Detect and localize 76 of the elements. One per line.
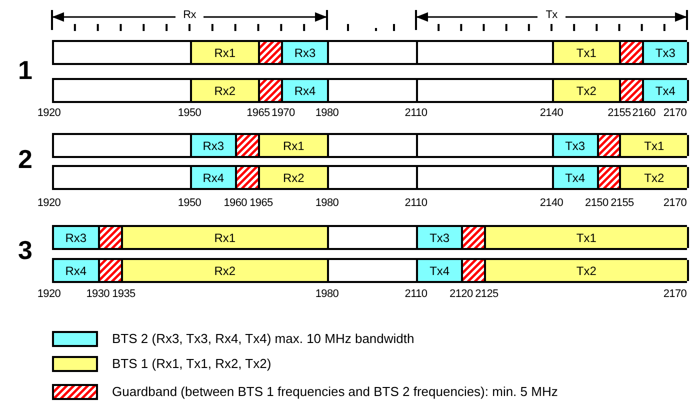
frequency-label: 2150 [585,197,608,209]
band-segment: Rx4 [281,80,329,101]
scenario-number: 2 [18,144,32,175]
guardband-block [235,135,260,156]
band-segment: Tx1 [619,135,689,156]
frequency-label: 1980 [315,288,339,300]
band-segment: Tx4 [552,167,599,188]
band-segment: Tx3 [642,42,689,63]
frequency-label: 2155 [610,197,634,209]
guardband-block [619,42,644,63]
band-segment: Tx3 [552,135,599,156]
frequency-label: 2120 [450,288,473,300]
scenario-number: 1 [18,55,32,86]
frequency-label: 2140 [540,197,564,209]
band-segment: Rx2 [120,260,329,281]
axis-label: Tx [544,9,560,21]
scenario-number: 3 [18,235,32,266]
frequency-label: 2125 [475,288,498,300]
guardband-block [461,260,486,281]
frequency-label: 2140 [540,107,564,119]
band-segment: Rx3 [281,42,329,63]
legend-text: BTS 1 (Rx1, Tx1, Rx2, Tx2) [112,356,272,371]
band-segment: Tx4 [416,260,464,281]
guardband-block [98,227,123,248]
band-segment: Tx2 [552,80,622,101]
band-segment: Tx1 [552,42,622,63]
frequency-label: 1920 [37,107,61,119]
frequency-label: 2170 [663,107,687,119]
frequency-label: 1980 [315,197,339,209]
band-segment: Rx1 [190,42,260,63]
band-segment: Tx3 [416,227,464,248]
band-segment: Tx2 [484,260,689,281]
legend-text: BTS 2 (Rx3, Tx3, Rx4, Tx4) max. 10 MHz bandwidth [112,331,414,346]
band-bar [52,78,687,103]
frequency-label: 2170 [663,197,687,209]
band-segment: Rx1 [120,227,329,248]
band-bar [52,258,687,283]
frequency-label: 1980 [315,107,339,119]
legend-text: Guardband (between BTS 1 frequencies and BTS 2 frequencies): min. 5 MHz [112,384,558,399]
frequency-label: 1930 [86,288,110,300]
axis-label: Rx [181,9,198,21]
frequency-label: 2110 [404,107,428,119]
guardband-block [619,80,644,101]
band-segment: Rx2 [258,167,329,188]
frequency-label: 1920 [37,197,61,209]
band-segment: Rx2 [190,80,260,101]
frequency-label: 1965 [246,107,270,119]
guardband-block [461,227,486,248]
guardband-block [235,167,260,188]
band-segment: Rx4 [52,260,100,281]
frequency-label: 2110 [404,197,428,209]
band-bar [52,225,687,250]
frequency-label: 1965 [250,197,273,209]
band-bar [52,165,687,190]
guardband-block [98,260,123,281]
band-segment: Tx4 [642,80,689,101]
band-bar [52,133,687,158]
band-segment: Rx1 [258,135,329,156]
band-segment: Rx4 [190,167,238,188]
frequency-label: 1950 [178,107,202,119]
band-segment: Tx2 [619,167,689,188]
frequency-label: 2110 [404,288,428,300]
guardband-block [258,42,284,63]
band-segment: Tx1 [484,227,689,248]
frequency-label: 1935 [112,288,136,300]
frequency-label: 2160 [632,107,656,119]
band-segment: Rx3 [52,227,100,248]
band-bar [52,40,687,65]
frequency-label: 2170 [663,288,687,300]
frequency-label: 1960 [224,197,247,209]
frequency-label: 2155 [608,107,631,119]
frequency-label: 1950 [178,197,202,209]
frequency-label: 1970 [272,107,295,119]
guardband-block [258,80,284,101]
frequency-label: 1920 [37,288,61,300]
band-segment: Rx3 [190,135,238,156]
